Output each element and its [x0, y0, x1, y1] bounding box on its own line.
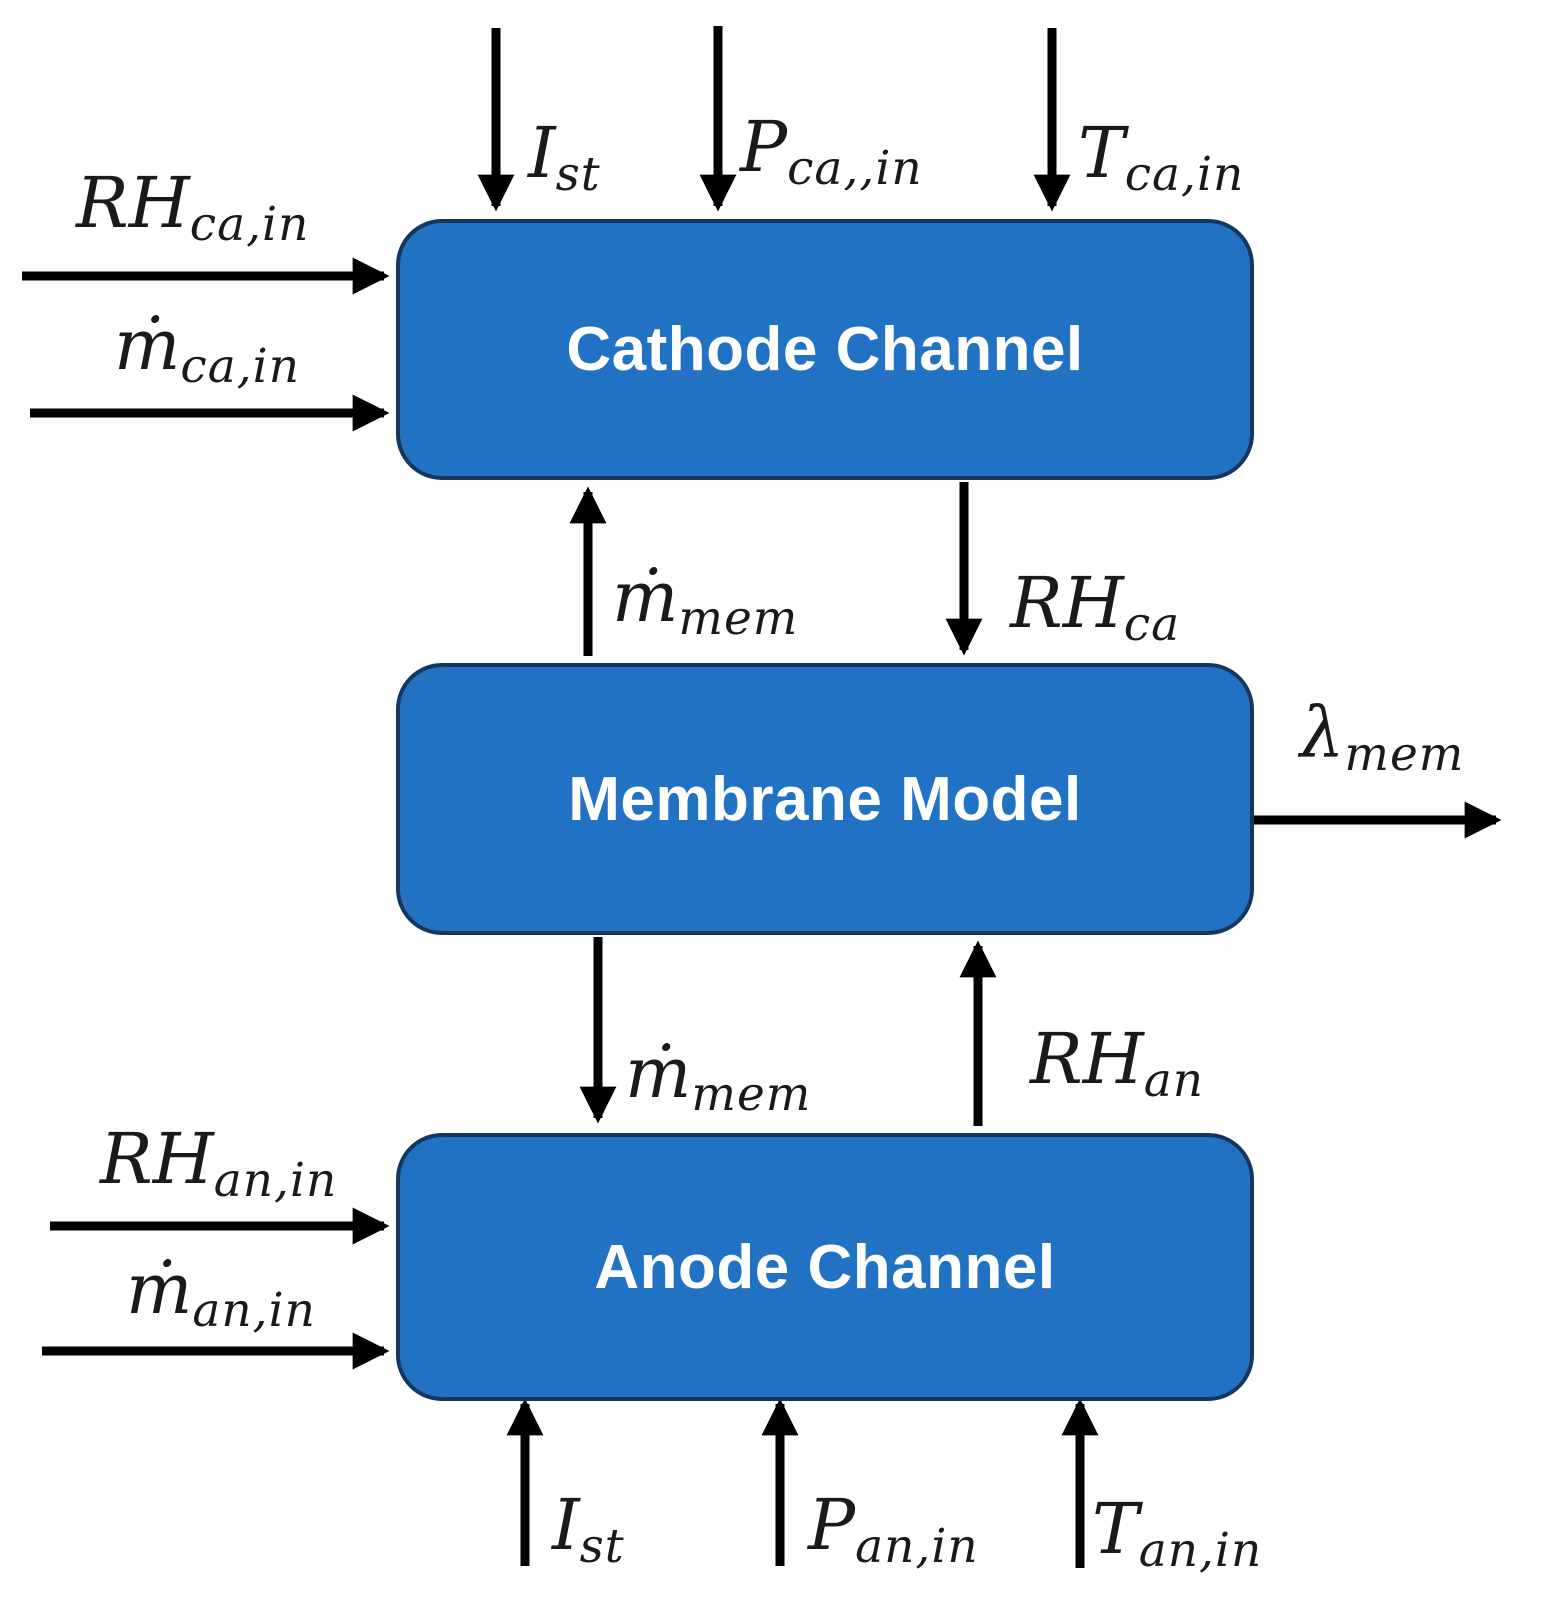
- label-tca-in: Tca,in: [1078, 112, 1245, 203]
- block-cathode-channel: Cathode Channel: [396, 219, 1254, 480]
- label-mca-in: ṁca,in: [114, 304, 300, 395]
- label-rhan: RHan: [1030, 1018, 1205, 1109]
- label-rhca-in: RHca,in: [76, 162, 310, 253]
- membrane-model-title: Membrane Model: [568, 764, 1082, 834]
- label-tan-in: Tan,in: [1092, 1488, 1263, 1579]
- label-lambda-mem: λmem: [1300, 692, 1465, 783]
- block-anode-channel: Anode Channel: [396, 1133, 1254, 1401]
- block-membrane-model: Membrane Model: [396, 663, 1254, 935]
- label-rhca: RHca: [1010, 562, 1181, 653]
- label-rhan-in: RHan,in: [100, 1118, 338, 1209]
- label-ist-bottom: Ist: [552, 1484, 625, 1575]
- label-mmem-lower: ṁmem: [625, 1032, 812, 1123]
- label-mmem-upper: ṁmem: [612, 556, 799, 647]
- anode-channel-title: Anode Channel: [594, 1232, 1056, 1302]
- cathode-channel-title: Cathode Channel: [566, 315, 1084, 384]
- label-pan-in: Pan,in: [808, 1484, 979, 1575]
- label-man-in: ṁan,in: [126, 1248, 316, 1339]
- label-pca-in: Pca,,in: [740, 106, 923, 197]
- label-ist-top: Ist: [528, 112, 601, 203]
